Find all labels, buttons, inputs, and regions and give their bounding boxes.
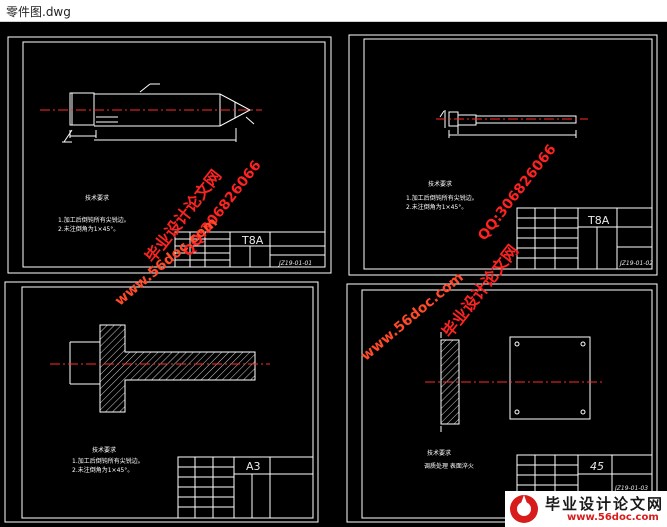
sheet-2-inner-frame [363,38,653,270]
sheet-1-material: T8A [241,234,264,247]
window-title-bar: 零件图.dwg [0,0,667,22]
sheet-3-notes: 技术要求 1.加工后倒钝所有尖锐边。 2.未注倒角为1×45°。 [72,446,144,474]
sheet-2-part-drawing [439,110,577,138]
sheet-1-drawing-number: JZ19-01-01 [278,260,312,267]
footer-logo-brand: 毕业设计论文网 [545,495,665,513]
sheet-1-notes: 技术要求 1.加工后倒钝所有尖锐边。 2.未注倒角为1×45°。 [58,194,130,233]
sheet-3-title-block [177,456,314,519]
sheet-2-outer-frame [348,34,658,276]
cad-drawing-canvas[interactable]: 技术要求 1.加工后倒钝所有尖锐边。 2.未注倒角为1×45°。 T8A [0,22,667,527]
sheet-1-title-block [174,231,326,268]
sheet-1: 技术要求 1.加工后倒钝所有尖锐边。 2.未注倒角为1×45°。 T8A [7,36,332,274]
sheet-1-notes-title: 技术要求 [85,194,109,202]
sheet-4: 技术要求 调质处理 表面淬火 45 JZ19-01-03 [346,283,658,523]
sheet-1-outer-frame [7,36,332,274]
sheet-4-drawing-number: JZ19-01-03 [614,485,648,492]
sheet-4-notes-title: 技术要求 [427,449,451,457]
sheet-1-part-drawing [62,83,255,143]
cad-drawing: 技术要求 1.加工后倒钝所有尖锐边。 2.未注倒角为1×45°。 T8A [4,34,658,523]
sheet-1-inner-frame [22,41,326,268]
sheet-2-note-2: 2.未注倒角为1×45°。 [406,203,467,211]
sheet-4-note-1: 调质处理 表面淬火 [424,462,474,470]
sheet-3-part-drawing [69,324,256,413]
sheet-3-outer-frame [4,281,319,523]
sheet-3-note-2: 2.未注倒角为1×45°。 [72,466,133,474]
logo-icon [510,495,538,523]
sheet-4-material: 45 [590,460,604,473]
sheet-4-notes: 技术要求 调质处理 表面淬火 [424,449,474,470]
sheet-3-note-1: 1.加工后倒钝所有尖锐边。 [72,457,144,465]
sheet-3-inner-frame [21,286,314,519]
sheet-2-title-block [516,207,653,270]
sheet-3-material: A3 [246,460,261,473]
sheet-4-outer-frame [346,283,658,523]
footer-logo-site: www.56doc.com [567,512,659,523]
sheet-3-notes-title: 技术要求 [92,446,116,454]
sheet-2-material: T8A [587,214,610,227]
sheet-2-notes: 技术要求 1.加工后倒钝所有尖锐边。 2.未注倒角为1×45°。 [406,180,478,211]
sheet-2: 技术要求 1.加工后倒钝所有尖锐边。 2.未注倒角为1×45°。 T8A [348,34,658,276]
window-title: 零件图.dwg [6,5,71,19]
sheet-1-note-1: 1.加工后倒钝所有尖锐边。 [58,216,130,224]
sheet-2-notes-title: 技术要求 [428,180,452,188]
footer-logo: 毕业设计论文网 www.56doc.com [505,491,667,527]
sheet-2-note-1: 1.加工后倒钝所有尖锐边。 [406,194,478,202]
sheet-1-note-2: 2.未注倒角为1×45°。 [58,225,119,233]
sheet-3: 技术要求 1.加工后倒钝所有尖锐边。 2.未注倒角为1×45°。 A3 [4,281,319,523]
sheet-2-drawing-number: JZ19-01-02 [619,260,653,267]
